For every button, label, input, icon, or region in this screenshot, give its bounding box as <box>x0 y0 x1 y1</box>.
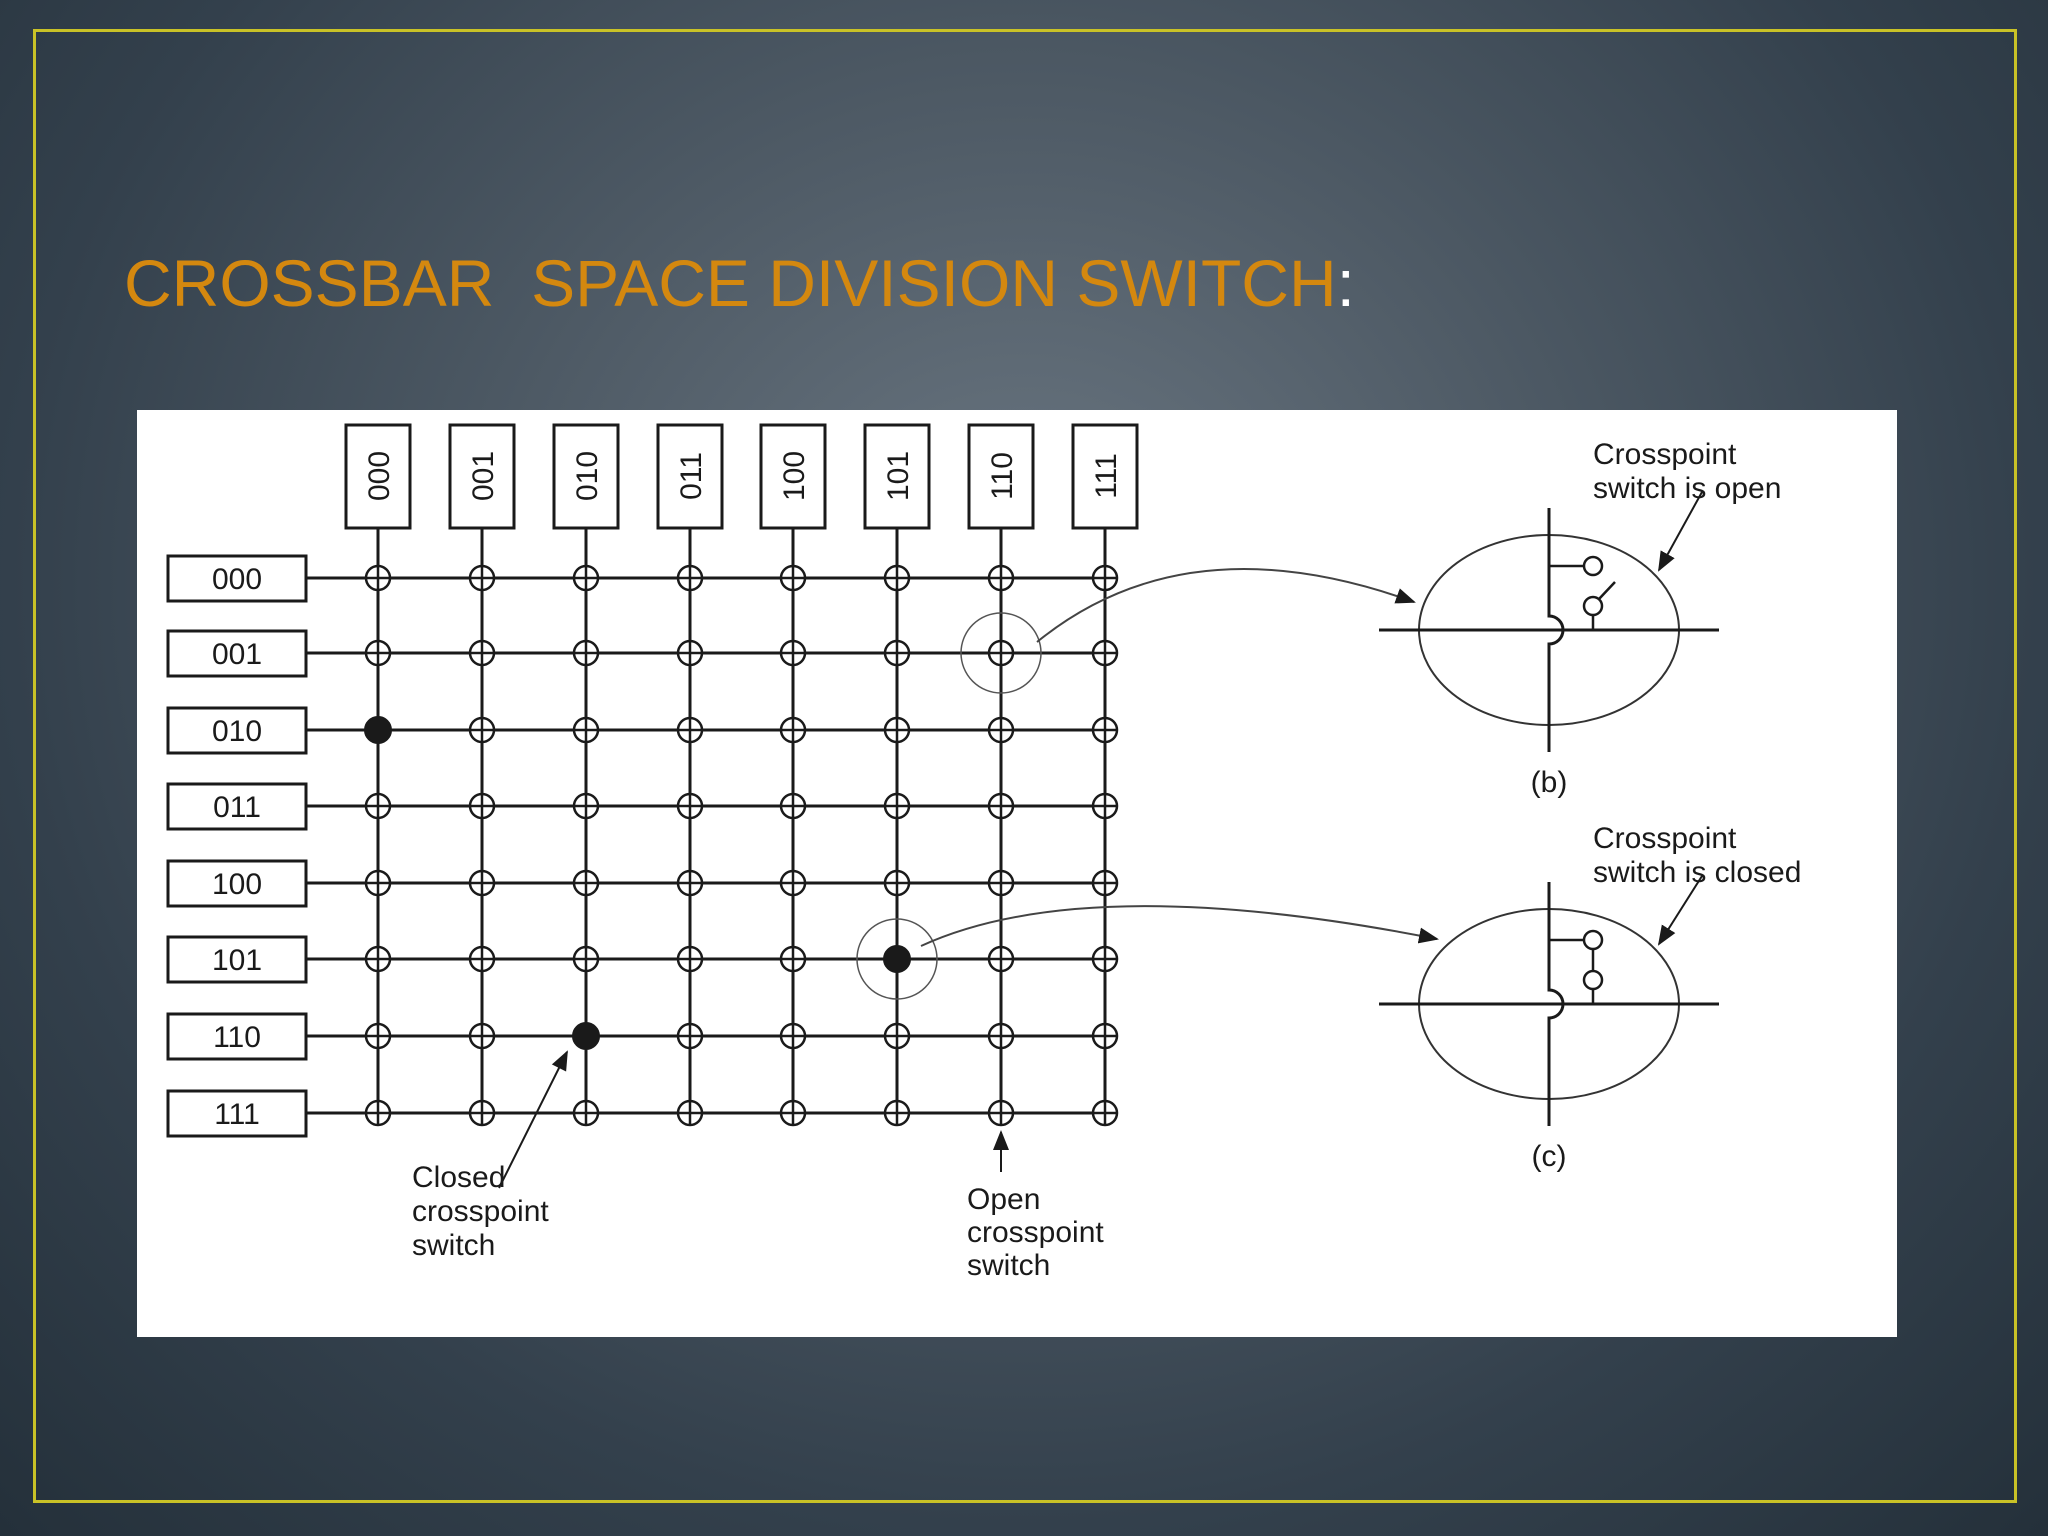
detail-vertical-line <box>1547 508 1565 752</box>
column-label: 110 <box>986 452 1019 500</box>
closed-crosspoint <box>883 945 911 973</box>
crossbar-diagram: 000 001 010 011 100 101 110 111 000 001 010 011 100… <box>137 410 1897 1337</box>
detail-vertical-line <box>1547 882 1565 1126</box>
column-label: 010 <box>571 451 604 501</box>
slide-title-colon: : <box>1336 246 1355 320</box>
closed-crosspoint-label: crosspoint <box>412 1195 549 1228</box>
arrow-to-detail-c <box>920 905 1439 947</box>
column-label: 101 <box>882 451 915 501</box>
contact-terminal <box>1582 969 1604 991</box>
crossbar-diagram-svg: 000 001 010 011 100 101 110 111 000 001 010 011 100… <box>166 423 1801 1282</box>
detail-tag: (b) <box>1531 766 1568 799</box>
caption-pointer-arrow <box>1658 491 1703 572</box>
row-label-box <box>166 935 308 984</box>
crosspoints <box>364 564 1119 1127</box>
column-label-box <box>967 423 1035 530</box>
highlight-ring <box>856 918 938 1000</box>
row-label: 101 <box>212 944 262 977</box>
slide-title: CROSSBAR SPACE DIVISION SWITCH: <box>124 250 1355 316</box>
grid-lines <box>307 528 1107 1115</box>
slide-title-text: CROSSBAR SPACE DIVISION SWITCH <box>124 246 1337 320</box>
open-crosspoint-label: Open <box>967 1183 1040 1216</box>
column-label: 011 <box>675 452 708 500</box>
switch-blade-open <box>1598 581 1616 600</box>
closed-crosspoint <box>364 716 392 744</box>
row-label: 100 <box>212 868 262 901</box>
closed-crosspoint-label: Closed <box>412 1161 505 1194</box>
open-crosspoint-label: crosspoint <box>967 1216 1104 1249</box>
contact-terminal <box>1582 929 1604 951</box>
contact-terminal <box>1582 595 1604 617</box>
caption-pointer-arrow <box>1657 875 1703 946</box>
column-label-box <box>656 423 724 530</box>
row-label: 111 <box>214 1098 260 1131</box>
slide-border <box>33 29 2017 1503</box>
closed-crosspoint <box>572 1022 600 1050</box>
row-label: 000 <box>212 563 262 596</box>
row-label-box <box>166 629 308 678</box>
column-label-box <box>1071 423 1139 530</box>
detail-caption-line: switch is open <box>1593 472 1781 505</box>
detail-tag: (c) <box>1532 1140 1567 1173</box>
column-label: 000 <box>363 451 396 501</box>
row-label-box <box>166 554 308 603</box>
detail-caption-line: switch is closed <box>1593 856 1801 889</box>
row-label: 001 <box>212 638 262 671</box>
row-label-box <box>166 1089 308 1138</box>
open-crosspoint-label: switch <box>967 1249 1050 1282</box>
contact-terminal <box>1582 555 1604 577</box>
row-label-box <box>166 1012 308 1061</box>
detail-caption-line: Crosspoint <box>1593 822 1737 855</box>
row-label-box <box>166 859 308 908</box>
column-label-box <box>552 423 620 530</box>
closed-pointer-arrow <box>498 1050 568 1189</box>
column-label: 100 <box>778 451 811 501</box>
row-label-boxes: 000 001 010 011 100 101 110 111 <box>166 554 308 1138</box>
detail-caption-line: Crosspoint <box>1593 438 1737 471</box>
column-label-box <box>344 423 412 530</box>
column-label-box <box>759 423 827 530</box>
column-label: 111 <box>1090 453 1123 499</box>
highlight-ring <box>960 612 1042 694</box>
row-label-box <box>166 706 308 755</box>
column-label-box <box>863 423 931 530</box>
row-label-box <box>166 782 308 831</box>
column-label: 001 <box>467 451 500 501</box>
annotations: ClosedcrosspointswitchOpencrosspointswit… <box>412 568 1439 1282</box>
row-label: 010 <box>212 715 262 748</box>
column-label-box <box>448 423 516 530</box>
row-label: 011 <box>213 791 261 824</box>
closed-crosspoint-label: switch <box>412 1229 495 1262</box>
column-label-boxes: 000 001 010 011 100 101 110 111 <box>344 423 1139 530</box>
arrow-to-detail-b <box>1036 568 1416 643</box>
row-label: 110 <box>213 1021 261 1054</box>
